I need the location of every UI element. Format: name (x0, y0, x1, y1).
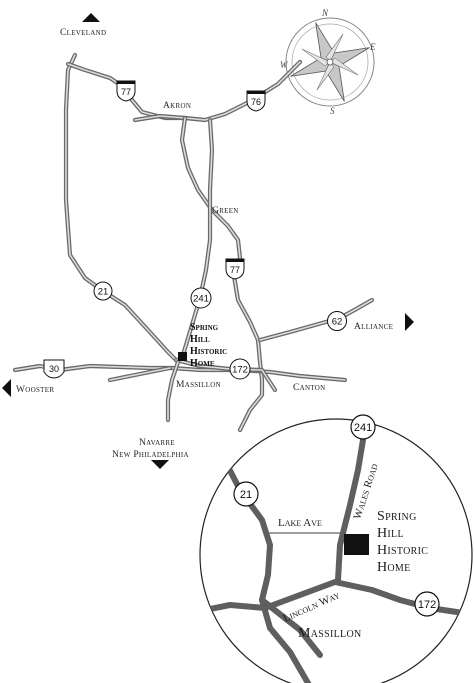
inset-route-172-marker: 172 (414, 591, 440, 617)
inset-route-241-marker: 241 (350, 414, 376, 440)
inset-home-line3: Historic (377, 543, 428, 558)
svg-text:172: 172 (418, 599, 436, 611)
city-akron: Akron (163, 101, 191, 111)
interstate-77-north-shield: 77 (116, 80, 136, 102)
compass-n-label: N (321, 8, 329, 18)
city-new-philadelphia: New Philadelphia (112, 450, 189, 460)
road-i76 (182, 59, 303, 123)
road-21 (63, 52, 181, 365)
svg-text:77: 77 (121, 87, 131, 97)
road-network (12, 52, 375, 433)
inset-label-massillon: Massillon (298, 626, 361, 641)
city-alliance: Alliance (354, 322, 393, 332)
svg-text:21: 21 (98, 287, 109, 298)
compass-s-label: S (330, 106, 335, 116)
city-massillon: Massillon (176, 380, 221, 390)
home-label-line4: Home (190, 358, 215, 369)
home-label-line1: Spring (190, 322, 219, 333)
svg-text:77: 77 (230, 265, 240, 275)
compass-e-label: E (369, 42, 376, 52)
compass-rose: N E S W (280, 8, 376, 116)
city-wooster: Wooster (16, 385, 54, 395)
road-62 (257, 297, 375, 343)
route-241-marker: 241 (190, 287, 212, 309)
cleveland-arrow-icon (82, 13, 100, 22)
alliance-arrow-icon (405, 313, 414, 331)
inset-label-lake-ave: Lake Ave (278, 517, 322, 529)
inset-border (199, 418, 473, 683)
inset-home-line1: Spring (377, 509, 417, 524)
inset-road-connector (259, 597, 323, 658)
svg-text:21: 21 (240, 489, 252, 501)
svg-text:76: 76 (251, 97, 261, 107)
home-label-line3: Historic (190, 346, 227, 357)
svg-text:30: 30 (49, 364, 59, 374)
city-cleveland: Cleveland (60, 28, 106, 38)
route-62-marker: 62 (327, 311, 347, 331)
home-marker (178, 352, 187, 361)
wooster-arrow-icon (2, 379, 11, 397)
inset-home-marker (344, 534, 369, 555)
inset-home-line4: Home (377, 560, 411, 575)
inset-route-21-marker: 21 (233, 481, 259, 507)
inset-map: 21 241 172 Lake Ave Wales Road Lincoln W… (199, 414, 473, 683)
us-30-shield: 30 (43, 359, 65, 379)
home-label-line2: Hill (190, 334, 210, 345)
svg-text:241: 241 (193, 294, 209, 305)
city-navarre: Navarre (139, 438, 175, 448)
interstate-77-south-shield: 77 (225, 258, 245, 280)
city-canton: Canton (293, 383, 326, 393)
route-172-marker: 172 (229, 358, 251, 380)
inset-home-line2: Hill (377, 526, 404, 541)
route-21-marker: 21 (93, 281, 113, 301)
new-philadelphia-arrow-icon (151, 460, 169, 469)
svg-text:241: 241 (354, 422, 372, 434)
city-green: Green (212, 206, 239, 216)
interstate-76-shield: 76 (246, 90, 266, 112)
svg-text:62: 62 (332, 317, 343, 328)
compass-w-label: W (280, 60, 289, 70)
svg-text:172: 172 (232, 365, 248, 376)
